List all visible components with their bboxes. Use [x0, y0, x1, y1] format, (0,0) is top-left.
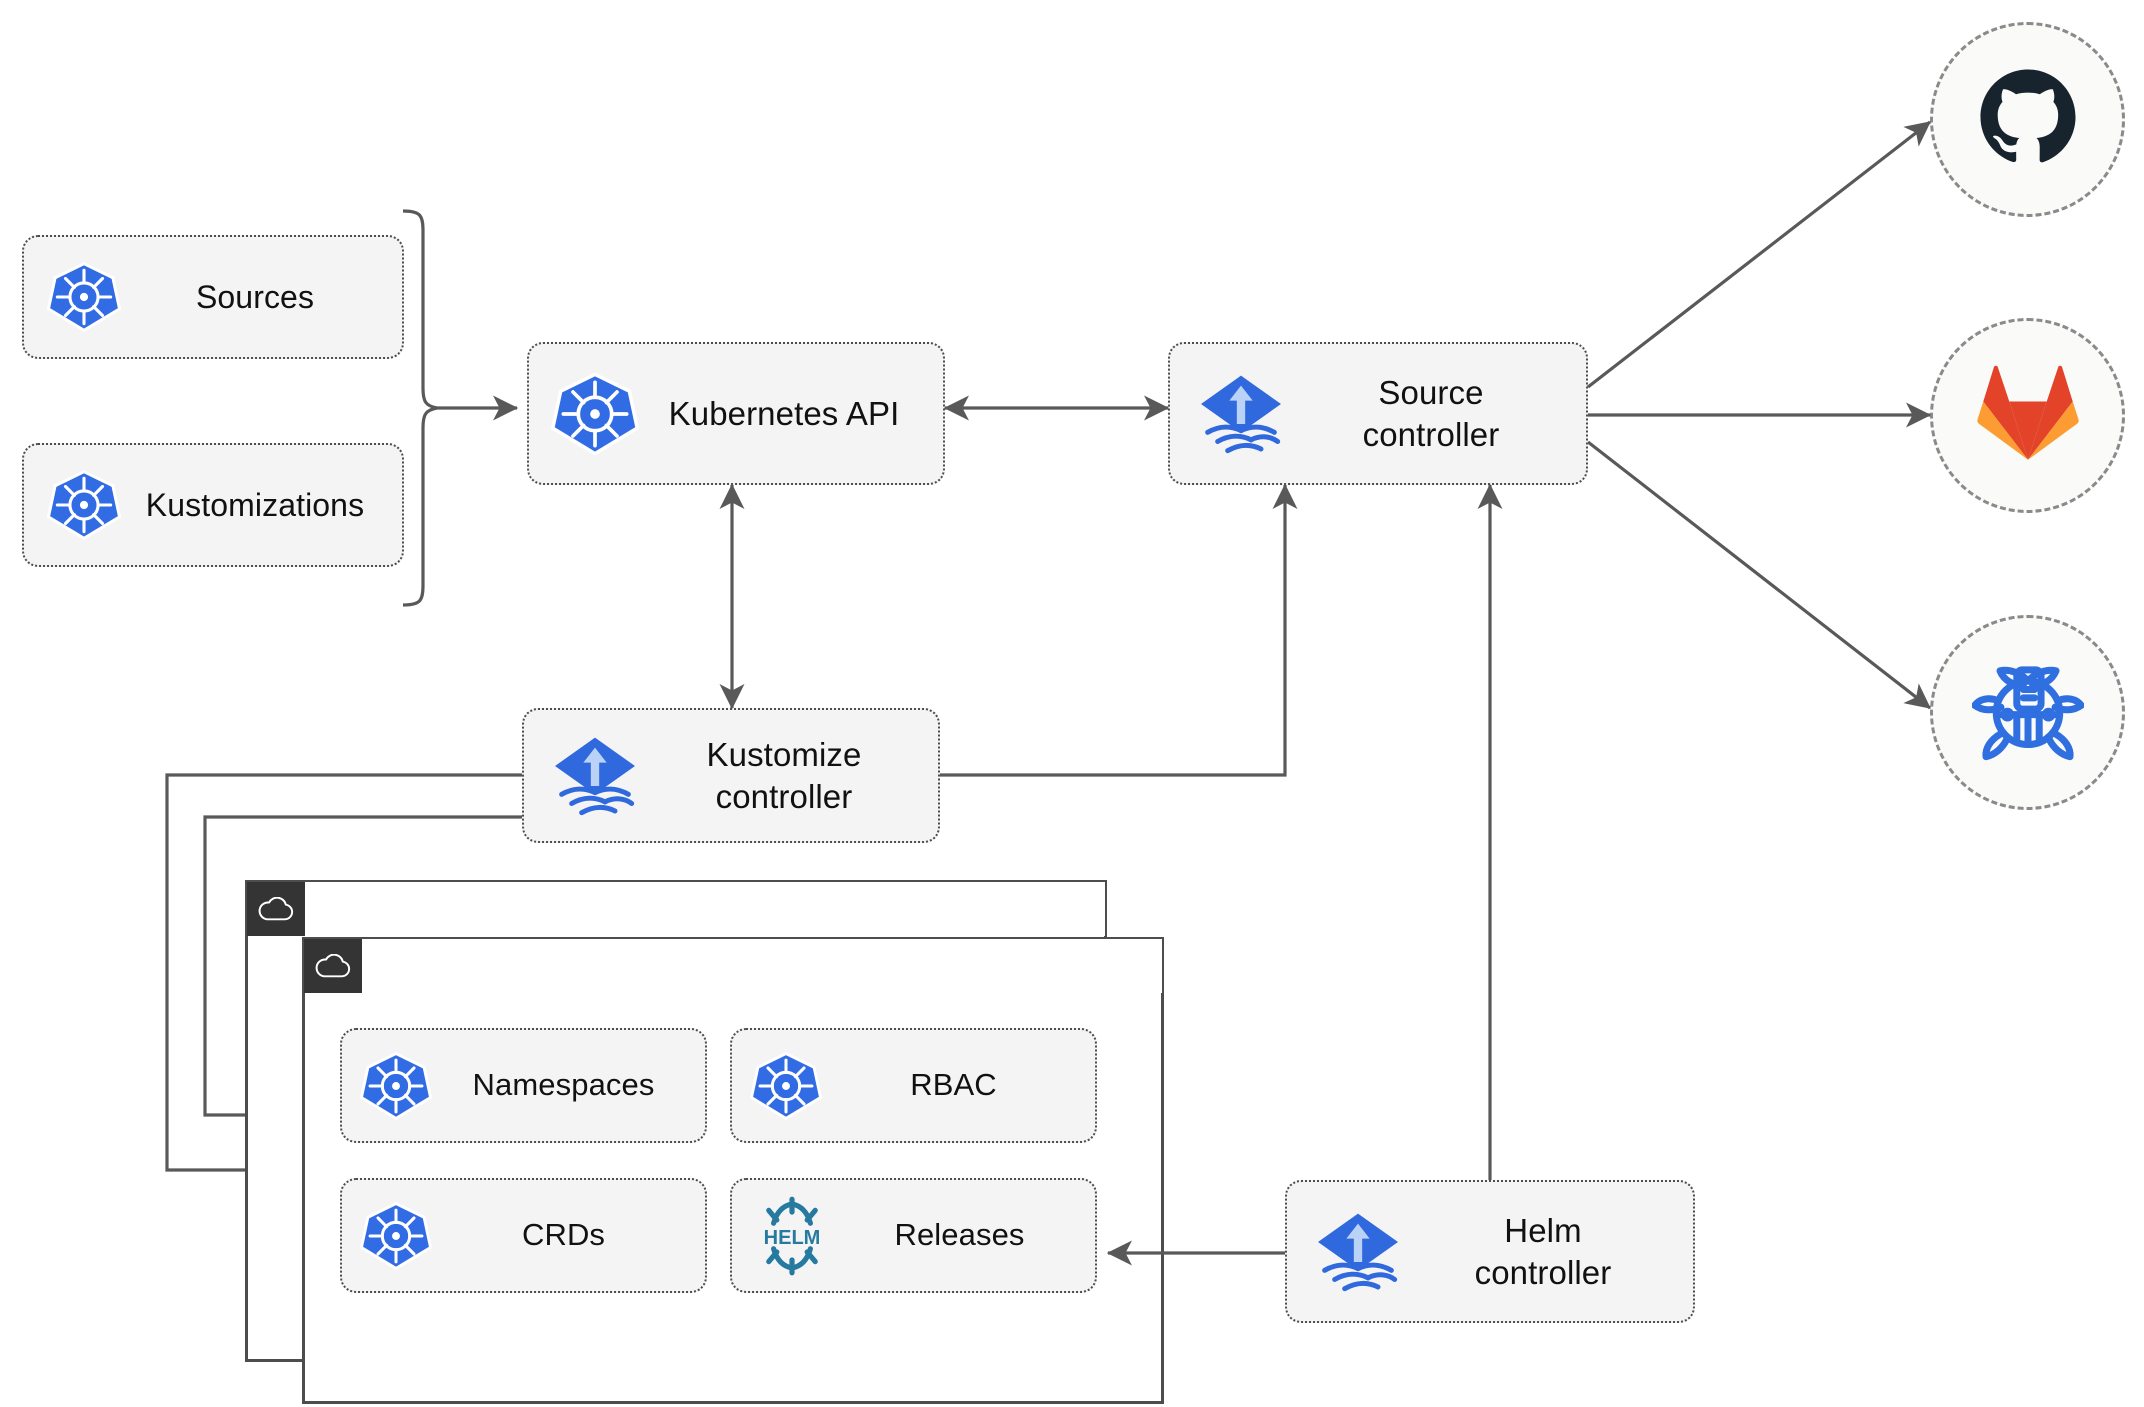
node-label: Source controller [1362, 374, 1500, 453]
wire-source-controller-to-github [1587, 120, 1931, 389]
tenant-resource-label: CRDs [521, 1217, 606, 1253]
helm-wordmark: HELM [764, 1227, 821, 1249]
node-source-controller[interactable]: Source controller [1168, 342, 1588, 485]
node-label: Kustomize controller [706, 736, 862, 815]
github-icon [1974, 63, 2082, 176]
kubernetes-icon [42, 255, 126, 339]
provider-github[interactable] [1930, 22, 2125, 217]
kubernetes-icon [42, 463, 126, 547]
flux-icon [542, 723, 648, 829]
node-label: Helm controller [1474, 1212, 1612, 1291]
tenant-titlebar [362, 939, 1162, 993]
resource-box-kustomizations[interactable]: Kustomizations [22, 443, 404, 567]
tenant-resource-rbac[interactable]: RBAC [730, 1028, 1097, 1143]
provider-helm-repository[interactable] [1930, 615, 2125, 810]
kubernetes-icon [547, 366, 643, 462]
kubernetes-icon [746, 1046, 826, 1126]
tenant-resource-namespaces[interactable]: Namespaces [340, 1028, 707, 1143]
flux-icon [1188, 361, 1294, 467]
tenant-container-front[interactable]: tenant [302, 937, 1164, 1404]
tenant-resource-label: Releases [894, 1217, 1025, 1253]
flux-icon [1305, 1199, 1411, 1305]
tenant-titlebar [305, 882, 1105, 936]
resource-label: Kustomizations [145, 487, 365, 523]
tenant-resource-releases[interactable]: HELM Releases [730, 1178, 1097, 1293]
kubernetes-icon [356, 1196, 436, 1276]
wire-kustomize-controller-to-source-controller [940, 483, 1298, 777]
node-kubernetes-api[interactable]: Kubernetes API [527, 342, 945, 485]
tenant-tab [247, 882, 305, 936]
cloud-icon [304, 953, 362, 979]
tenant-tab [304, 939, 362, 993]
tenant-resource-crds[interactable]: CRDs [340, 1178, 707, 1293]
kubernetes-icon [356, 1046, 436, 1126]
resource-box-sources[interactable]: Sources [22, 235, 404, 359]
node-label: Kubernetes API [668, 394, 900, 432]
provider-gitlab[interactable] [1930, 318, 2125, 513]
node-helm-controller[interactable]: Helm controller [1285, 1180, 1695, 1323]
wire-source-controller-to-helm-repository [1587, 440, 1931, 710]
gitlab-icon [1976, 364, 2080, 467]
resource-group-bracket [402, 209, 438, 607]
node-kustomize-controller[interactable]: Kustomize controller [522, 708, 940, 843]
tenant-resource-label: Namespaces [472, 1067, 655, 1103]
helm-icon: HELM [746, 1190, 838, 1282]
helm-repository-icon [1970, 654, 2085, 771]
tenant-resource-label: RBAC [910, 1067, 997, 1103]
cloud-icon [247, 896, 305, 922]
resource-label: Sources [195, 279, 315, 315]
